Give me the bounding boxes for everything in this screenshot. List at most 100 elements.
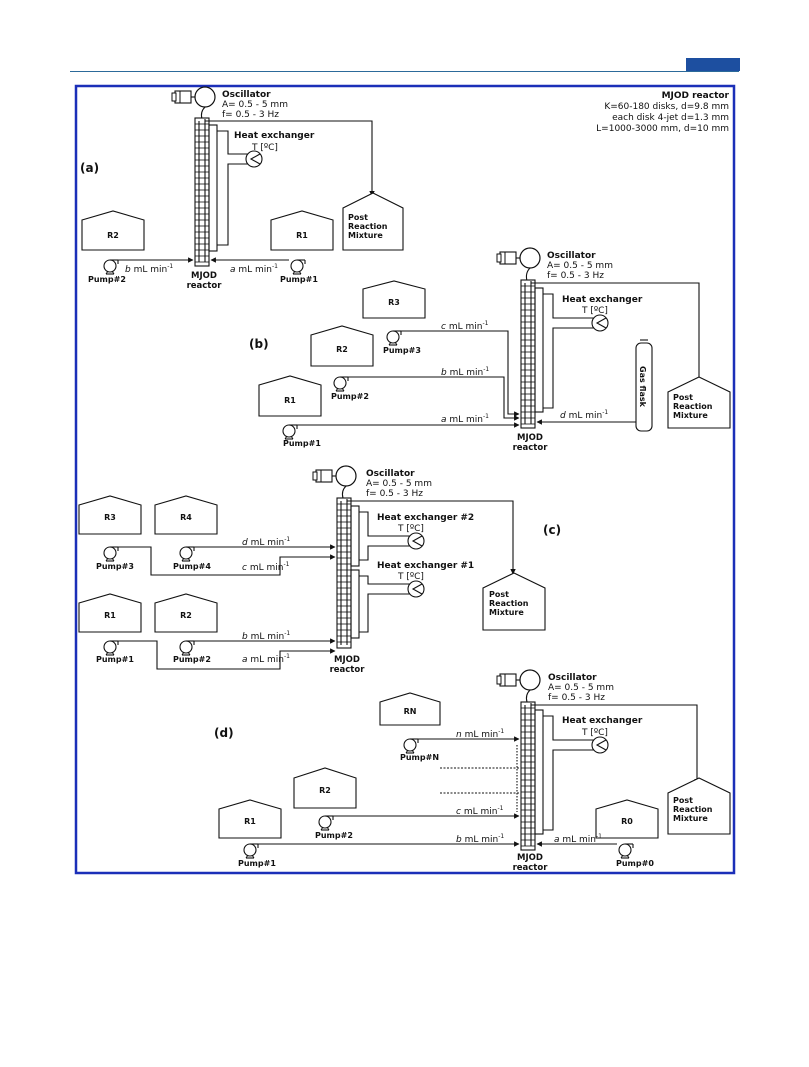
panel-c: (c) Oscillator A= 0.5 - 5 mm f= 0.5 - 3 … [78, 465, 561, 675]
amplitude-label: A= 0.5 - 5 mm [366, 479, 432, 489]
pump-2-label: Pump#2 [173, 655, 211, 664]
svg-text:d mL min-1: d mL min-1 [242, 536, 290, 548]
oscillator-label: Oscillator [548, 673, 597, 683]
tank-r4 [154, 495, 218, 535]
flow-n-var: n [456, 730, 462, 740]
reactor-label-2: reactor [187, 281, 223, 291]
post-reaction-vessel [667, 376, 731, 429]
pump-n-label: Pump#N [400, 753, 439, 762]
flow-unit: mL min [449, 415, 483, 425]
frequency-label: f= 0.5 - 3 Hz [548, 693, 605, 703]
temperature-label: T [ºC] [581, 728, 608, 738]
flow-unit: mL min [449, 322, 483, 332]
pump-2-icon [103, 259, 119, 275]
heat-exchanger-icon [591, 314, 609, 332]
post-reaction-label-2: Reaction [673, 402, 713, 411]
svg-text:b mL min-1: b mL min-1 [242, 630, 290, 642]
reactor-jacket-1 [350, 569, 360, 639]
temperature-label: T [ºC] [397, 572, 424, 582]
panel-b-label: (b) [249, 337, 269, 351]
tank-r1 [270, 210, 334, 251]
flow-unit: mL min [569, 411, 603, 421]
post-reaction-label-3: Mixture [348, 231, 383, 240]
amplitude-label: A= 0.5 - 5 mm [547, 261, 613, 271]
svg-text:b mL min-1: b mL min-1 [125, 263, 173, 275]
oscillator-icon [496, 247, 541, 269]
post-reaction-vessel [482, 572, 546, 631]
pump-0-icon [618, 843, 634, 859]
flow-unit-sup: -1 [602, 409, 608, 416]
reactor-label-1: MJOD [517, 853, 543, 863]
pump-1-label: Pump#1 [280, 275, 318, 284]
flow-d-var: d [242, 538, 248, 548]
flow-unit: mL min [238, 265, 272, 275]
heat-exchanger-label: Heat exchanger [234, 131, 315, 141]
flow-unit-sup: -1 [284, 653, 290, 660]
pump-3-label: Pump#3 [383, 346, 421, 355]
post-reaction-label-2: Reaction [489, 599, 529, 608]
figure-frame [74, 84, 736, 875]
oscillator-label: Oscillator [366, 469, 415, 479]
reactor-label-2: reactor [513, 863, 549, 873]
svg-text:c mL min-1: c mL min-1 [456, 805, 504, 817]
flow-unit-sup: -1 [596, 833, 602, 840]
flow-unit-sup: -1 [272, 263, 278, 270]
post-reaction-label-1: Post [673, 393, 693, 402]
flow-c-var: c [456, 807, 461, 817]
mjod-spec: MJOD reactor K=60-180 disks, d=9.8 mm ea… [596, 91, 729, 134]
reactor-jacket [534, 709, 544, 835]
flow-unit-sup: -1 [498, 728, 504, 735]
amplitude-label: A= 0.5 - 5 mm [548, 683, 614, 693]
pump-1-icon [290, 259, 306, 275]
temperature-label: T [ºC] [581, 306, 608, 316]
heat-exchanger-2-label: Heat exchanger #2 [377, 513, 474, 523]
mjod-spec-line3: L=1000-3000 mm, d=10 mm [596, 124, 729, 134]
reactor-label-2: reactor [330, 665, 366, 675]
reactor-jacket-2 [350, 505, 360, 567]
tank-r1-label: R1 [296, 231, 308, 240]
flow-a-var: a [242, 655, 248, 665]
oscillator-icon [171, 86, 216, 108]
frequency-label: f= 0.5 - 3 Hz [222, 110, 279, 120]
tank-r1-label: R1 [244, 817, 256, 826]
gas-flask [635, 342, 653, 432]
mjod-spec-line1: K=60-180 disks, d=9.8 mm [604, 102, 729, 112]
reactor-label-1: MJOD [334, 655, 360, 665]
tank-r2-label: R2 [107, 231, 119, 240]
header-rule [70, 71, 739, 72]
frequency-label: f= 0.5 - 3 Hz [547, 271, 604, 281]
flow-unit: mL min [464, 807, 498, 817]
panel-a: (a) Oscillator A= 0.5 - 5 mm f= 0.5 - 3 … [80, 86, 404, 291]
tank-r3 [362, 280, 426, 319]
reactor-jacket [534, 287, 544, 413]
flow-unit: mL min [562, 835, 596, 845]
pump-0-label: Pump#0 [616, 859, 654, 868]
mjod-reactor-column [336, 497, 352, 649]
temperature-label: T [ºC] [251, 143, 278, 153]
flow-unit-sup: -1 [284, 630, 290, 637]
pump-1-label: Pump#1 [96, 655, 134, 664]
heat-exchanger-label: Heat exchanger [562, 295, 643, 305]
reactor-jacket [208, 124, 218, 252]
reactor-label-2: reactor [513, 443, 549, 453]
pump-3-icon [386, 330, 402, 346]
svg-text:a mL min-1: a mL min-1 [230, 263, 278, 275]
tank-r3 [78, 495, 142, 535]
svg-text:a mL min-1: a mL min-1 [441, 413, 489, 425]
svg-text:a mL min-1: a mL min-1 [554, 833, 602, 845]
post-reaction-label-3: Mixture [673, 814, 708, 823]
post-reaction-label-1: Post [348, 213, 368, 222]
pump-3-label: Pump#3 [96, 562, 134, 571]
svg-text:n mL min-1: n mL min-1 [456, 728, 504, 740]
post-reaction-label-1: Post [489, 590, 509, 599]
panel-b: (b) Oscillator A= 0.5 - 5 mm f= 0.5 - 3 … [249, 247, 731, 453]
tank-r2 [81, 210, 145, 251]
pump-1-label: Pump#1 [283, 439, 321, 448]
tank-r2 [154, 593, 218, 633]
pump-1-icon [282, 424, 298, 440]
post-reaction-vessel [342, 192, 404, 251]
flow-unit: mL min [450, 368, 484, 378]
flow-unit-sup: -1 [498, 833, 504, 840]
tank-rn [379, 692, 441, 726]
pump-3-icon [103, 546, 119, 562]
